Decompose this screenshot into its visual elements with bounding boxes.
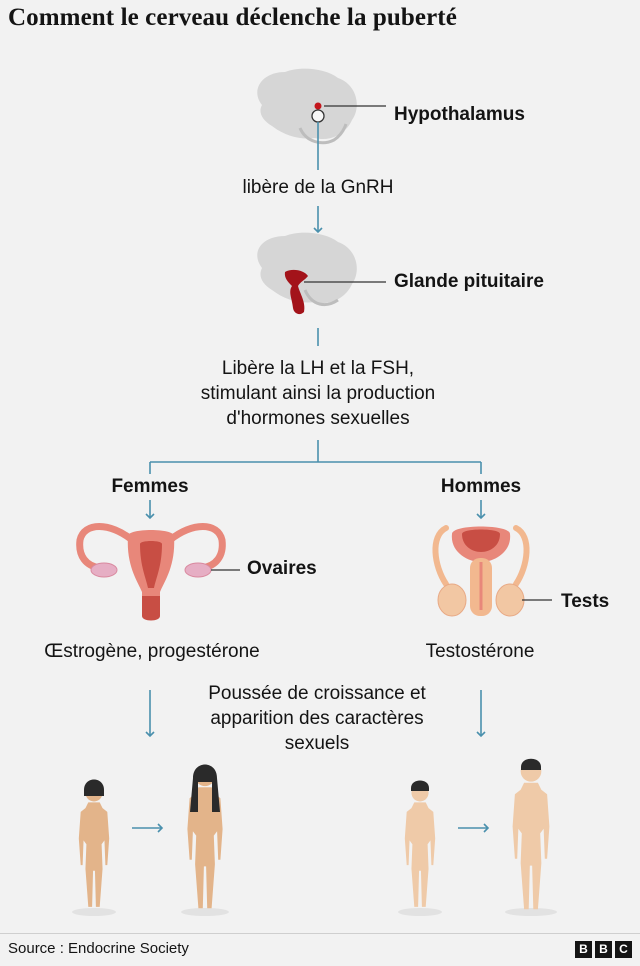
female-reproductive-icon: [76, 523, 240, 621]
label-lh-fsh-line-3: d'hormones sexuelles: [226, 408, 410, 429]
label-hypothalamus: Hypothalamus: [394, 104, 525, 125]
branch-connector: [149, 440, 482, 474]
label-female-hormones: Œstrogène, progestérone: [44, 641, 260, 662]
source-credit: Source : Endocrine Society: [8, 940, 189, 957]
label-pituitary: Glande pituitaire: [394, 271, 544, 292]
boy-figure-icon: [398, 780, 442, 916]
label-tests: Tests: [561, 591, 610, 612]
girl-figure-icon: [72, 779, 116, 916]
footer-divider: [0, 933, 640, 934]
label-growth-line-1: Poussée de croissance et: [208, 683, 426, 704]
hypothalamus-marker: [314, 102, 322, 110]
bbc-logo: B B C: [575, 941, 632, 958]
label-lh-fsh-line-2: stimulant ainsi la production: [200, 383, 436, 404]
male-reproductive-icon: [432, 525, 552, 617]
label-gnrh: libère de la GnRH: [242, 177, 394, 198]
label-lh-fsh: Libère la LH et la FSH, stimulant ainsi …: [201, 356, 435, 431]
bbc-logo-letter: C: [615, 941, 632, 958]
label-hommes: Hommes: [440, 476, 522, 497]
label-growth: Poussée de croissance et apparition des …: [208, 681, 426, 756]
bbc-logo-letter: B: [595, 941, 612, 958]
label-male-hormones: Testostérone: [425, 641, 535, 662]
brain-bottom-icon: [257, 232, 386, 315]
woman-figure-icon: [181, 764, 229, 916]
label-femmes: Femmes: [111, 476, 189, 497]
label-ovaires: Ovaires: [247, 558, 317, 579]
label-growth-line-3: sexuels: [284, 733, 350, 754]
bbc-logo-letter: B: [575, 941, 592, 958]
man-figure-icon: [505, 758, 557, 916]
label-lh-fsh-line-1: Libère la LH et la FSH,: [221, 358, 415, 379]
label-growth-line-2: apparition des caractères: [210, 708, 424, 729]
brain-top-icon: [257, 68, 386, 145]
page-title: Comment le cerveau déclenche la puberté: [8, 4, 457, 31]
pituitary-gland-icon: [284, 269, 308, 315]
hypothalamus-callout-ring: [311, 109, 325, 123]
